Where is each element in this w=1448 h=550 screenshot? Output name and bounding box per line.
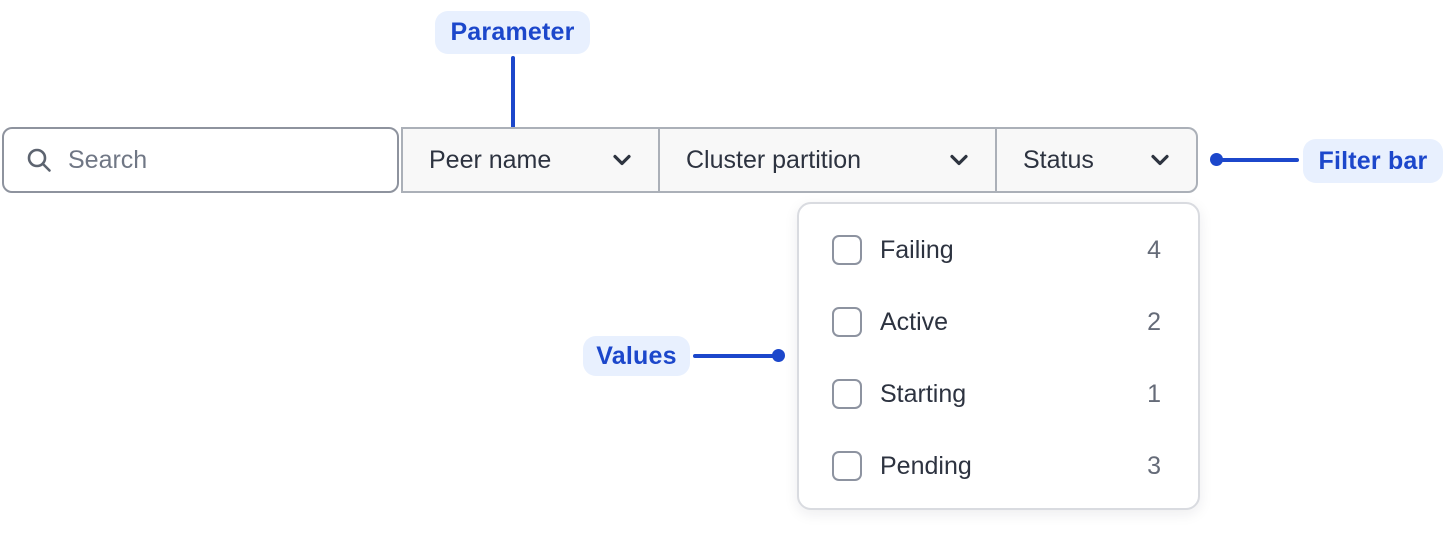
values-connector-dot [772, 349, 785, 362]
filter-bar: Peer name Cluster partition Status [401, 127, 1198, 193]
dropdown-label: Cluster partition [686, 145, 862, 174]
dropdown-option-failing[interactable]: Failing 4 [799, 214, 1198, 286]
option-count: 3 [1147, 451, 1161, 480]
values-connector-line [693, 354, 775, 358]
checkbox[interactable] [832, 235, 862, 265]
search-box[interactable] [2, 127, 399, 193]
checkbox[interactable] [832, 307, 862, 337]
dropdown-label: Peer name [429, 145, 552, 174]
search-icon [25, 146, 53, 174]
chevron-down-icon [944, 145, 974, 175]
search-input[interactable] [68, 145, 381, 175]
option-label: Pending [880, 451, 972, 480]
filter-bar-connector-dot [1210, 153, 1223, 166]
dropdown-option-starting[interactable]: Starting 1 [799, 358, 1198, 430]
filter-bar-annotation-badge: Filter bar [1303, 139, 1443, 183]
dropdown-option-pending[interactable]: Pending 3 [799, 430, 1198, 502]
values-annotation-badge: Values [583, 336, 690, 376]
option-count: 2 [1147, 307, 1161, 336]
chevron-down-icon [1145, 145, 1175, 175]
option-label: Active [880, 307, 949, 336]
dropdown-label: Status [1023, 145, 1094, 174]
checkbox[interactable] [832, 379, 862, 409]
option-count: 4 [1147, 235, 1161, 264]
option-label: Starting [880, 379, 967, 408]
filter-dropdown-peer-name[interactable]: Peer name [403, 129, 658, 191]
parameter-connector-line [511, 56, 515, 138]
parameter-annotation-badge: Parameter [435, 11, 590, 54]
filter-bar-connector-line [1221, 158, 1299, 162]
option-count: 1 [1147, 379, 1161, 408]
chevron-down-icon [607, 145, 637, 175]
checkbox[interactable] [832, 451, 862, 481]
filter-dropdown-cluster-partition[interactable]: Cluster partition [658, 129, 995, 191]
option-label: Failing [880, 235, 954, 264]
filter-dropdown-status[interactable]: Status [995, 129, 1196, 191]
status-dropdown-panel: Failing 4 Active 2 Starting 1 Pending 3 [797, 202, 1200, 510]
dropdown-option-active[interactable]: Active 2 [799, 286, 1198, 358]
